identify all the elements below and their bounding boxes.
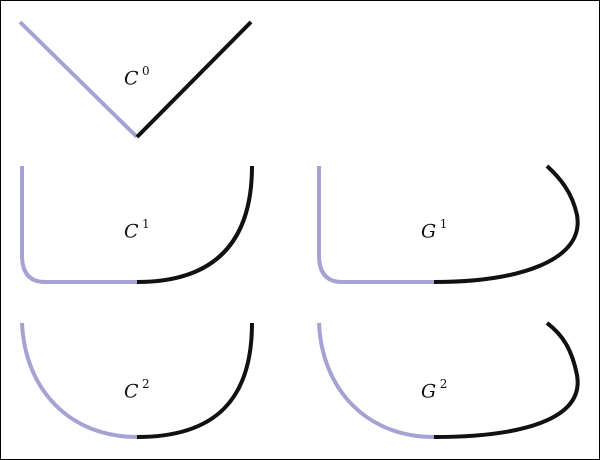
panel-c0	[18, 20, 253, 139]
g2-first-segment	[317, 322, 435, 439]
label-c1-symbol: C	[124, 220, 140, 243]
label-c2-symbol: C	[124, 380, 140, 403]
g1-first-segment	[317, 166, 434, 284]
label-c0-superscript: 0	[142, 64, 150, 78]
c1-second-segment	[136, 165, 254, 284]
c2-first-segment	[20, 322, 138, 439]
g2-second-segment	[433, 321, 580, 439]
label-c2-superscript: 2	[142, 377, 150, 391]
panel-g1	[317, 164, 580, 284]
g1-second-segment	[433, 164, 580, 284]
panel-c2	[20, 322, 254, 439]
c0-second-segment	[135, 20, 253, 139]
label-g1-superscript: 1	[439, 217, 448, 231]
c2-second-segment	[136, 322, 254, 439]
label-c0-symbol: C	[124, 67, 140, 90]
panel-c1	[20, 165, 254, 284]
label-g2-symbol: G	[421, 380, 437, 403]
c0-first-segment	[18, 20, 139, 139]
label-g1-symbol: G	[421, 220, 437, 243]
label-c1-superscript: 1	[142, 217, 150, 231]
panel-g2	[317, 321, 580, 439]
c1-first-segment	[20, 166, 137, 284]
label-g2-superscript: 2	[439, 377, 448, 391]
